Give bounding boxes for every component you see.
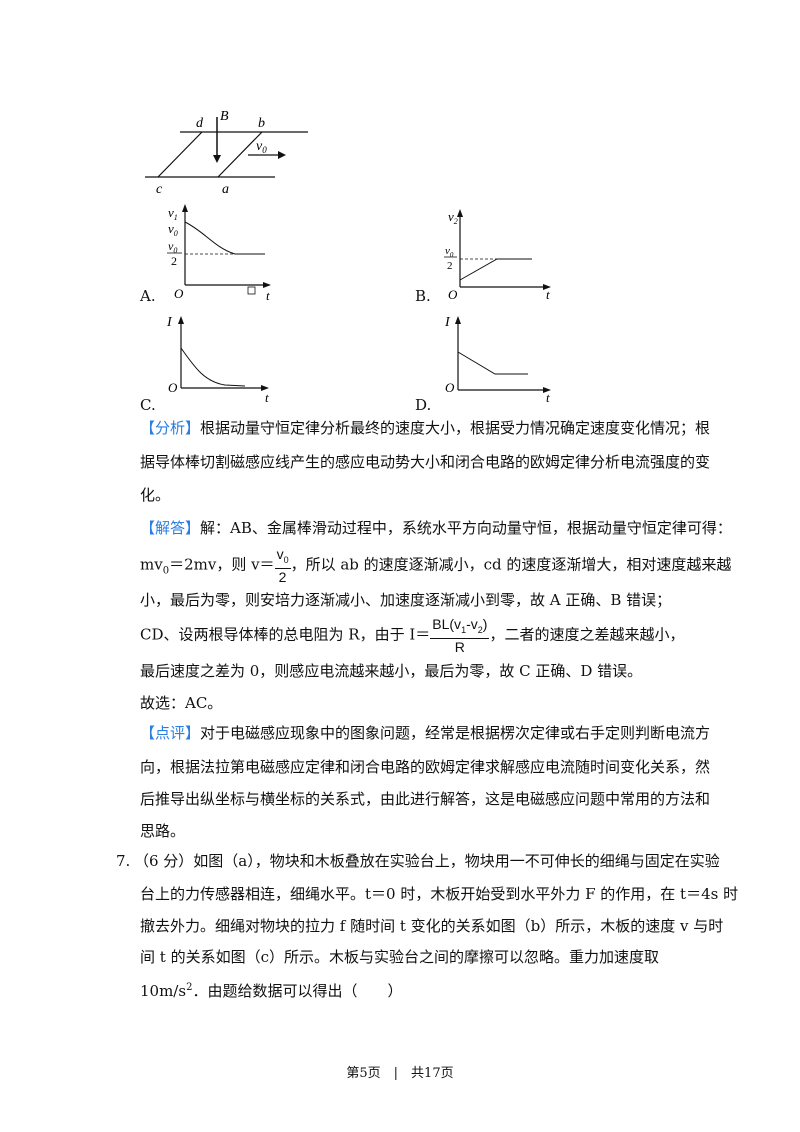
analysis-line-2: 据导体棒切割磁感应线产生的感应电动势大小和闭合电路的欧姆定律分析电流强度的变 — [140, 453, 711, 471]
question-7-number: 7. — [116, 852, 131, 870]
fraction-current-formula: BL(v1-v2)R — [430, 616, 490, 655]
graph-B-frac-den: 2 — [447, 260, 453, 272]
label-d: d — [196, 116, 204, 131]
graph-D: I O t — [444, 315, 551, 405]
question-7-line-3: 撤去外力。细绳对物块的拉力 f 随时间 t 变化的关系如图（b）所示，木板的速度… — [140, 917, 724, 935]
question-7-line-4: 间 t 的关系如图（c）所示。木板与实验台之间的摩擦可以忽略。重力加速度取 — [140, 948, 659, 966]
option-D-label: D. — [415, 396, 432, 414]
option-A-label: A. — [140, 287, 156, 305]
solution-line-6: 故选：AC。 — [140, 694, 223, 712]
graph-B-frac-num: v0 — [445, 245, 454, 259]
question-7-line-2: 台上的力传感器相连，细绳水平。t＝0 时，木板开始受到水平外力 F 的作用，在 … — [140, 885, 739, 903]
comment-tag: 【点评】 — [140, 724, 201, 742]
analysis-tag: 【分析】 — [140, 419, 201, 437]
solution-tag: 【解答】 — [140, 519, 201, 537]
label-B: B — [220, 109, 229, 124]
analysis-line-3: 化。 — [140, 486, 171, 504]
graph-B-t-label: t — [546, 287, 550, 302]
label-v0: v0 — [256, 139, 267, 155]
graph-D-I-label: I — [444, 315, 451, 330]
page-footer: 第5页 | 共17页 — [346, 1066, 454, 1081]
graph-B-origin: O — [448, 287, 458, 302]
graph-C-origin: O — [168, 380, 178, 395]
graph-C: I O t — [166, 315, 269, 405]
comment-line-2: 向，根据法拉第电磁感应定律和闭合电路的欧姆定律求解感应电流随时间变化关系，然 — [140, 758, 711, 776]
graph-B: v2 v0 2 O t — [444, 209, 551, 302]
solution-line-3: 小，最后为零，则安培力逐渐减小、加速度逐渐减小到零，故 A 正确、B 错误； — [140, 591, 672, 609]
graph-C-t-label: t — [265, 390, 269, 405]
graph-D-t-label: t — [546, 390, 550, 405]
question-7-line-1: （6 分）如图（a），物块和木板叠放在实验台上，物块用一不可伸长的细绳与固定在实… — [134, 852, 720, 870]
solution-line-5: 最后速度之差为 0，则感应电流越来越小，最后为零，故 C 正确、D 错误。 — [140, 662, 643, 680]
graph-B-v2-label: v2 — [448, 209, 458, 226]
question-7-line-5: 10m/s2．由题给数据可以得出（ ） — [140, 982, 403, 1000]
graph-A-v0-label: v0 — [168, 221, 178, 238]
label-a: a — [222, 182, 229, 197]
solution-line-4: CD、设两根导体棒的总电阻为 R，由于 I＝BL(v1-v2)R，二者的速度之差… — [140, 616, 685, 655]
solution-line-1: 【解答】解：AB、金属棒滑动过程中，系统水平方向动量守恒，根据动量守恒定律可得： — [140, 519, 732, 537]
label-b: b — [258, 116, 265, 131]
rails-figure: d B b v0 c a — [145, 109, 308, 197]
graph-C-I-label: I — [166, 315, 173, 330]
comment-line-1: 【点评】对于电磁感应现象中的图象问题，经常是根据楞次定律或右手定则判断电流方 — [140, 724, 711, 742]
graph-A-frac-den: 2 — [171, 254, 177, 268]
graph-D-origin: O — [445, 380, 455, 395]
comment-line-4: 思路。 — [140, 822, 186, 840]
graph-A-v1-label: v1 — [168, 205, 178, 222]
graph-A-t-label: t — [266, 288, 270, 303]
analysis-line-1: 【分析】根据动量守恒定律分析最终的速度大小，根据受力情况确定速度变化情况；根 — [140, 419, 711, 437]
graph-A: v1 v0 v0 2 O t — [167, 204, 271, 303]
graph-A-frac-num: v0 — [168, 239, 177, 255]
option-C-label: C. — [140, 396, 156, 414]
graph-A-origin: O — [174, 286, 184, 301]
comment-line-3: 后推导出纵坐标与横坐标的关系式，由此进行解答，这是电磁感应问题中常用的方法和 — [140, 790, 711, 808]
option-B-label: B. — [415, 287, 431, 305]
label-c: c — [156, 182, 163, 197]
